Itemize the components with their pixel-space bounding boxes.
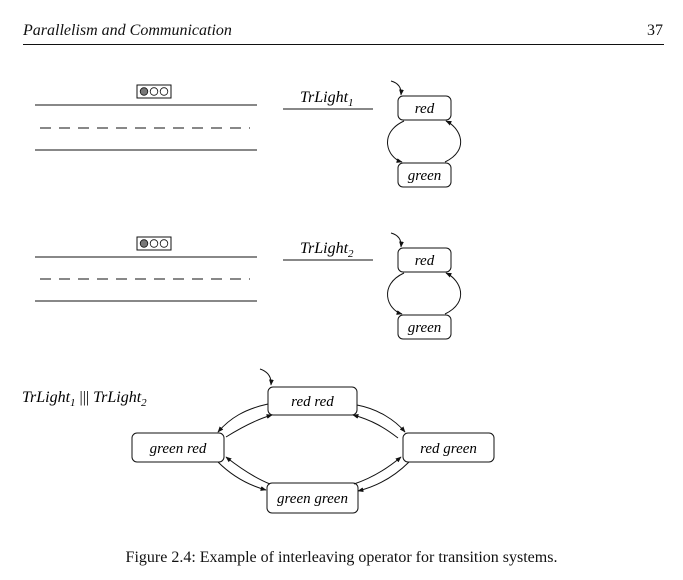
transition-green-to-red	[444, 120, 462, 163]
composed-transition-system: red red green red red green green green	[131, 368, 495, 514]
state-red-green	[402, 432, 495, 463]
svg-text:red: red	[415, 101, 435, 117]
initial-state-arrow	[259, 368, 274, 386]
transition-red-to-green	[387, 272, 405, 315]
transition-system-1: red green	[387, 80, 462, 188]
road-illustration-2	[35, 236, 257, 302]
state-red-red	[267, 386, 358, 416]
figure-caption: Figure 2.4: Example of interleaving oper…	[125, 549, 558, 566]
traffic-light-icon	[136, 84, 172, 99]
transition-system-2: red green	[387, 232, 462, 340]
road-illustration-1	[35, 84, 257, 151]
state-green	[397, 314, 452, 340]
state-red	[397, 95, 452, 121]
page-number: 37	[647, 22, 663, 39]
state-green-red	[131, 432, 225, 463]
svg-text:green: green	[408, 320, 442, 336]
system-label-2: TrLight2	[300, 240, 354, 260]
composition-label: TrLight1 ||| TrLight2	[22, 389, 147, 409]
header-rule	[23, 44, 664, 45]
svg-text:red red: red red	[291, 394, 334, 410]
system-label-1: TrLight1	[300, 89, 354, 109]
state-green-green	[266, 482, 359, 514]
state-green	[397, 162, 452, 188]
initial-state-arrow	[390, 232, 404, 248]
svg-text:red: red	[415, 253, 435, 269]
running-header-title: Parallelism and Communication	[23, 22, 232, 39]
traffic-light-icon	[136, 236, 172, 251]
svg-text:green red: green red	[150, 441, 207, 457]
state-red	[397, 247, 452, 273]
initial-state-arrow	[390, 80, 404, 96]
svg-text:green: green	[408, 168, 442, 184]
svg-text:green green: green green	[277, 491, 348, 507]
svg-text:red green: red green	[420, 441, 477, 457]
transition-red-to-green	[387, 120, 405, 163]
transition-green-to-red	[444, 272, 462, 315]
